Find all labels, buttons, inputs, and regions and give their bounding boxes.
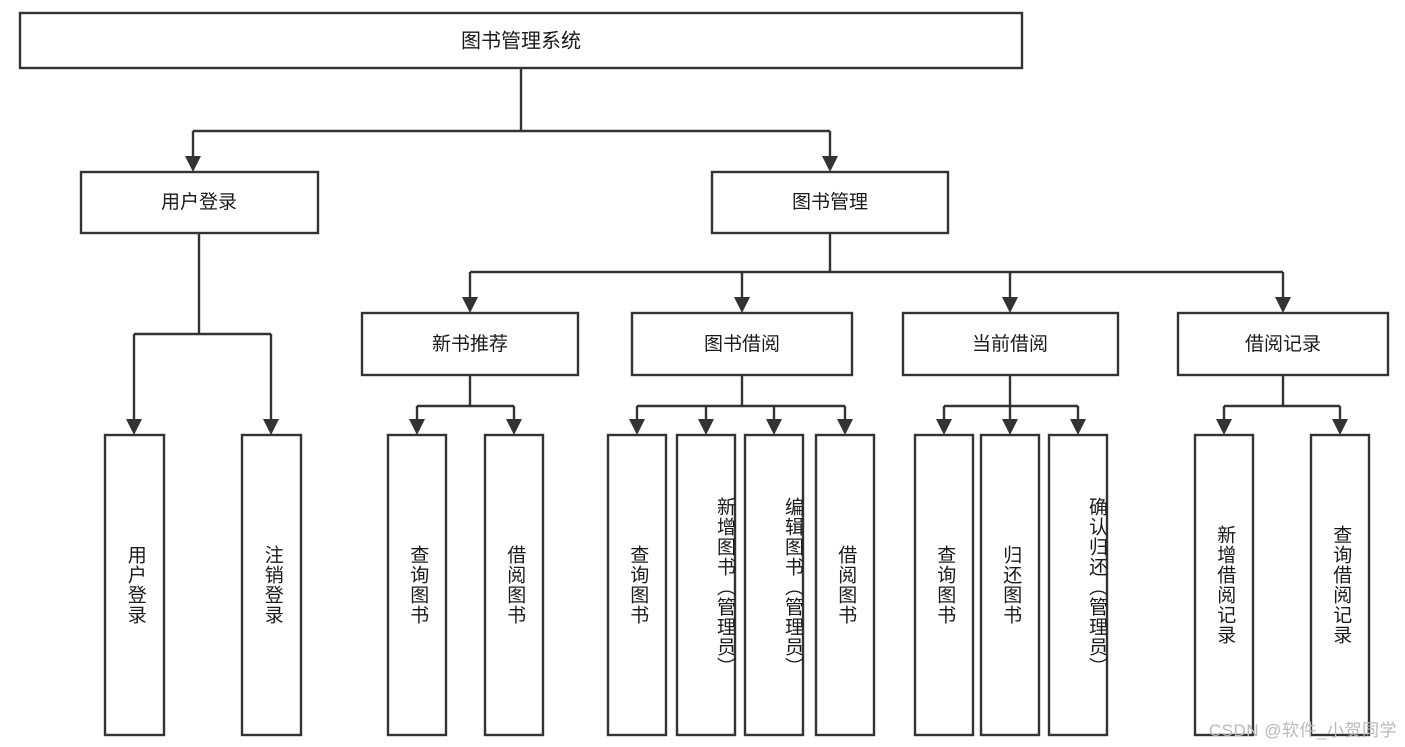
watermark-text: CSDN @软件_小贺同学 bbox=[1208, 721, 1397, 740]
arrow-newbook-leaf1-icon bbox=[409, 419, 425, 435]
arrow-userlogin-leaf2-icon bbox=[263, 419, 279, 435]
leaf-box-book-borrow-3[interactable] bbox=[743, 433, 805, 737]
leaf-box-current-borrow-3[interactable] bbox=[1047, 433, 1109, 737]
node-book-manage-box[interactable] bbox=[710, 170, 950, 235]
leaf-box-book-borrow-1[interactable] bbox=[606, 433, 668, 737]
arrow-currentborrow-leaf1-icon bbox=[936, 419, 952, 435]
leaf-box-book-borrow-4[interactable] bbox=[814, 433, 876, 737]
node-current-borrow[interactable]: 当前借阅 bbox=[901, 311, 1120, 377]
node-book-borrow-box[interactable] bbox=[630, 311, 854, 377]
node-new-book-recommend-label: 新书推荐 bbox=[432, 333, 508, 355]
arrow-bookborrow-leaf1-icon bbox=[629, 419, 645, 435]
arrow-to-book-manage-icon bbox=[822, 156, 838, 172]
leaf-box-book-borrow-2[interactable] bbox=[675, 433, 737, 737]
arrow-bookborrow-leaf3-icon bbox=[766, 419, 782, 435]
arrow-bookborrow-leaf4-icon bbox=[837, 419, 853, 435]
arrow-userlogin-leaf1-icon bbox=[126, 419, 142, 435]
node-user-login[interactable]: 用户登录 bbox=[79, 170, 320, 235]
leaf-box-user-login-1[interactable] bbox=[103, 433, 166, 737]
node-root-box[interactable] bbox=[18, 11, 1024, 70]
node-borrow-record-box[interactable] bbox=[1176, 311, 1390, 377]
node-user-login-box[interactable] bbox=[79, 170, 320, 235]
node-root[interactable]: 图书管理系统 bbox=[18, 11, 1024, 70]
node-new-book-recommend[interactable]: 新书推荐 bbox=[360, 311, 580, 377]
leaf-box-new-book-2[interactable] bbox=[483, 433, 545, 737]
leaf-box-user-login-2[interactable] bbox=[240, 433, 303, 737]
arrow-currentborrow-leaf3-icon bbox=[1070, 419, 1086, 435]
arrow-currentborrow-leaf2-icon bbox=[1002, 419, 1018, 435]
node-book-manage-label: 图书管理 bbox=[792, 191, 868, 213]
node-new-book-recommend-box[interactable] bbox=[360, 311, 580, 377]
arrow-newbook-leaf2-icon bbox=[506, 419, 522, 435]
arrow-to-book-borrow-icon bbox=[734, 297, 750, 313]
node-user-login-label: 用户登录 bbox=[161, 191, 237, 213]
leaf-box-current-borrow-1[interactable] bbox=[913, 433, 975, 737]
leaf-box-current-borrow-2[interactable] bbox=[979, 433, 1041, 737]
arrow-borrowrecord-leaf2-icon bbox=[1332, 419, 1348, 435]
leaf-box-borrow-record-1[interactable] bbox=[1193, 433, 1255, 737]
arrow-to-current-borrow-icon bbox=[1002, 297, 1018, 313]
arrow-to-new-book-icon bbox=[462, 297, 478, 313]
node-book-borrow-label: 图书借阅 bbox=[704, 333, 780, 355]
arrow-bookborrow-leaf2-icon bbox=[698, 419, 714, 435]
node-book-manage[interactable]: 图书管理 bbox=[710, 170, 950, 235]
arrow-borrowrecord-leaf1-icon bbox=[1216, 419, 1232, 435]
arrow-to-borrow-record-icon bbox=[1275, 297, 1291, 313]
arrow-to-user-login-icon bbox=[185, 156, 201, 172]
node-book-borrow[interactable]: 图书借阅 bbox=[630, 311, 854, 377]
node-current-borrow-label: 当前借阅 bbox=[972, 333, 1048, 355]
leaf-box-borrow-record-2[interactable] bbox=[1309, 433, 1371, 737]
node-borrow-record-label: 借阅记录 bbox=[1245, 333, 1321, 355]
leaf-box-new-book-1[interactable] bbox=[386, 433, 448, 737]
node-current-borrow-box[interactable] bbox=[901, 311, 1120, 377]
connector-layer bbox=[126, 68, 1348, 435]
node-borrow-record[interactable]: 借阅记录 bbox=[1176, 311, 1390, 377]
node-root-label: 图书管理系统 bbox=[461, 29, 581, 52]
